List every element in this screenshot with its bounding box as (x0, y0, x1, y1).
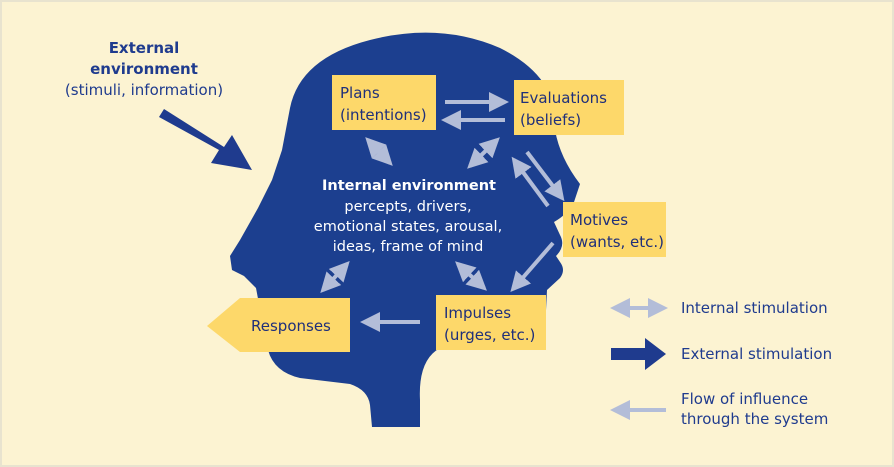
motives-box-title: Motives (570, 211, 628, 229)
external-environment-label: External environment (stimuli, informati… (65, 39, 223, 99)
evaluations-box: Evaluations (beliefs) (514, 80, 624, 135)
internal-environment-line: emotional states, arousal, (314, 219, 502, 235)
legend-external-arrow (611, 338, 666, 370)
legend-flow-label-line2: through the system (681, 410, 828, 428)
internal-impulses-arrow (455, 261, 487, 291)
legend-external-label: External stimulation (681, 345, 832, 363)
internal-environment-line: percepts, drivers, (344, 199, 471, 215)
external-environment-title-line1: External (109, 39, 180, 57)
internal-environment-line: ideas, frame of mind (333, 239, 484, 255)
external-environment-title-line2: environment (90, 60, 198, 78)
plans-box-title: Plans (340, 84, 380, 102)
internal-environment-title: Internal environment (322, 178, 496, 194)
impulses-box-title: Impulses (444, 304, 511, 322)
legend-flow-label-line1: Flow of influence (681, 390, 808, 408)
external-environment-subtitle: (stimuli, information) (65, 81, 223, 99)
responses-box-label: Responses (251, 317, 331, 335)
motives-box-subtitle: (wants, etc.) (570, 233, 664, 251)
legend: Internal stimulation External stimulatio… (610, 298, 832, 428)
evaluations-box-subtitle: (beliefs) (520, 111, 581, 129)
evaluations-motives-arrow (525, 150, 565, 202)
impulses-box: Impulses (urges, etc.) (436, 295, 546, 350)
motives-impulses-arrow (510, 241, 555, 293)
motives-evaluations-arrow (511, 156, 550, 208)
responses-box: Responses (207, 298, 350, 352)
impulses-box-subtitle: (urges, etc.) (444, 326, 535, 344)
plans-box-subtitle: (intentions) (340, 106, 427, 124)
internal-environment: Internal environment percepts, drivers, … (314, 178, 502, 255)
plans-box: Plans (intentions) (332, 75, 436, 130)
legend-internal-label: Internal stimulation (681, 299, 828, 317)
motives-box: Motives (wants, etc.) (563, 202, 666, 257)
evaluations-internal-arrow (467, 137, 500, 169)
external-stimulation-arrow (159, 109, 252, 170)
evaluations-box-title: Evaluations (520, 89, 607, 107)
internal-responses-arrow (320, 261, 350, 293)
plans-internal-arrow (365, 137, 393, 166)
